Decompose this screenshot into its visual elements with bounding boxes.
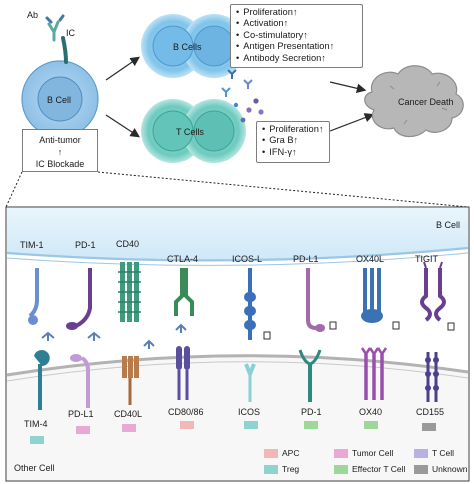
pd1-ligand [298, 349, 322, 402]
ligand-label-4: ICOS [238, 407, 260, 417]
ligand-label-1: PD-L1 [68, 409, 94, 419]
ligand-celltype-swatch-4 [244, 421, 258, 429]
legend-swatch [264, 448, 278, 458]
bcell-effect-item: Proliferation↑ [236, 7, 356, 18]
legend-swatch [334, 448, 348, 458]
arrow-tcells-to-cancer [329, 113, 375, 132]
ic-label: IC [66, 28, 76, 38]
secreted-antibodies-icon [221, 69, 264, 123]
other-cell-membrane-region [7, 355, 468, 480]
legend-swatch [264, 464, 278, 474]
legend-item-effector: Effector T Cell [334, 464, 405, 474]
legend-item-tumor: Tumor Cell [334, 448, 393, 458]
ox40l-receptor [361, 268, 383, 323]
receptor-label-7: TIGIT [415, 254, 438, 264]
arrow-to-tcells [105, 114, 141, 138]
antitumor-box: Anti-tumor ↑ IC Blockade [22, 129, 98, 172]
ctla4-receptor [174, 268, 194, 333]
tcell-effect-item: Proliferation↑ [262, 124, 323, 135]
ligand-celltype-swatch-7 [422, 423, 436, 431]
legend-label: Effector T Cell [352, 464, 406, 474]
arrow-bcells-to-cancer [329, 81, 367, 94]
receptor-label-3: CTLA-4 [167, 254, 198, 264]
legend-label: Tumor Cell [352, 448, 394, 458]
pdl1-ligand [70, 354, 90, 408]
tcell-effects-box: Proliferation↑ Gra B↑ IFN-γ↑ [256, 121, 330, 163]
b-cell-membrane-region [7, 208, 468, 261]
bcell-effect-item: Antigen Presentation↑ [236, 41, 356, 52]
legend-item-treg: Treg [264, 464, 299, 474]
tcell-effect-item: Gra B↑ [262, 135, 323, 146]
tigit-receptor [420, 261, 446, 322]
b-cell-large [21, 60, 99, 138]
bcell-effect-item: Co-stimulatory↑ [236, 30, 356, 41]
cd40l-ligand [122, 356, 139, 405]
ligand-label-2: CD40L [114, 409, 142, 419]
ligand-celltype-swatch-2 [122, 424, 136, 432]
receptor-label-5: PD-L1 [293, 254, 319, 264]
receptor-label-1: PD-1 [75, 240, 96, 250]
tim1-receptor [28, 268, 55, 341]
legend-label: Treg [282, 464, 300, 474]
legend-item-unknown: Unknown [414, 464, 467, 474]
legend-item-apc: APC [264, 448, 299, 458]
cancer-cell-icon [364, 65, 464, 138]
cd40-receptor [118, 262, 155, 349]
tcell-effect-item: IFN-γ↑ [262, 147, 323, 158]
t-cells-dividing [141, 99, 246, 163]
ligand-celltype-swatch-3 [180, 421, 194, 429]
antitumor-line1: Anti-tumor [39, 135, 81, 145]
legend-swatch [414, 448, 428, 458]
receptor-label-4: ICOS-L [232, 254, 262, 264]
pd1-receptor [66, 268, 101, 341]
legend-item-tcell: T Cell [414, 448, 454, 458]
zoom-line-left [5, 171, 23, 208]
blocked-marker-icons [263, 321, 455, 340]
antitumor-arrow: ↑ [57, 147, 63, 157]
zoom-line-right [97, 171, 469, 208]
receptor-label-6: OX40L [356, 254, 384, 264]
legend-swatch [414, 464, 428, 474]
ligand-label-7: CD155 [416, 407, 444, 417]
legend: APC Tumor Cell T Cell Treg Effector T Ce… [256, 446, 471, 480]
ligand-label-5: PD-1 [301, 407, 322, 417]
legend-label: APC [282, 448, 300, 458]
pdl1-receptor [306, 268, 325, 332]
bcell-effect-item: Antibody Secretion↑ [236, 53, 356, 64]
t-cells-label: T Cells [176, 127, 204, 137]
legend-swatch [334, 464, 348, 474]
antitumor-line2: IC Blockade [35, 159, 85, 169]
icosl-receptor [244, 268, 256, 340]
legend-label: Unknown [432, 464, 468, 474]
ligand-celltype-swatch-0 [30, 436, 44, 444]
bcell-effects-box: Proliferation↑ Activation↑ Co-stimulator… [230, 4, 363, 68]
ligand-label-0: TIM-4 [24, 419, 48, 429]
cd155-ligand [425, 352, 439, 402]
other-cell-panel-label: Other Cell [14, 463, 55, 473]
b-cell-label: B Cell [47, 95, 71, 105]
ligand-label-6: OX40 [359, 407, 382, 417]
immune-checkpoint-icon [61, 36, 68, 64]
receptor-label-2: CD40 [116, 239, 139, 249]
ab-label: Ab [27, 10, 38, 20]
icos-ligand [244, 363, 256, 402]
receptor-label-0: TIM-1 [20, 240, 44, 250]
ligand-label-3: CD80/86 [168, 407, 204, 417]
ligand-celltype-swatch-1 [76, 426, 90, 434]
cd80-86-ligand [176, 346, 190, 400]
cancer-death-label: Cancer Death [398, 97, 454, 107]
tim4-ligand [34, 350, 50, 410]
b-cell-panel-label: B Cell [436, 220, 460, 230]
ligand-celltype-swatch-5 [304, 421, 318, 429]
bcell-effect-item: Activation↑ [236, 18, 356, 29]
antibody-icon [45, 14, 65, 42]
ligand-celltype-swatch-6 [364, 421, 378, 429]
ox40-ligand [360, 347, 388, 400]
arrow-to-bcells [105, 56, 140, 81]
b-cells-label: B Cells [173, 42, 202, 52]
legend-label: T Cell [432, 448, 455, 458]
